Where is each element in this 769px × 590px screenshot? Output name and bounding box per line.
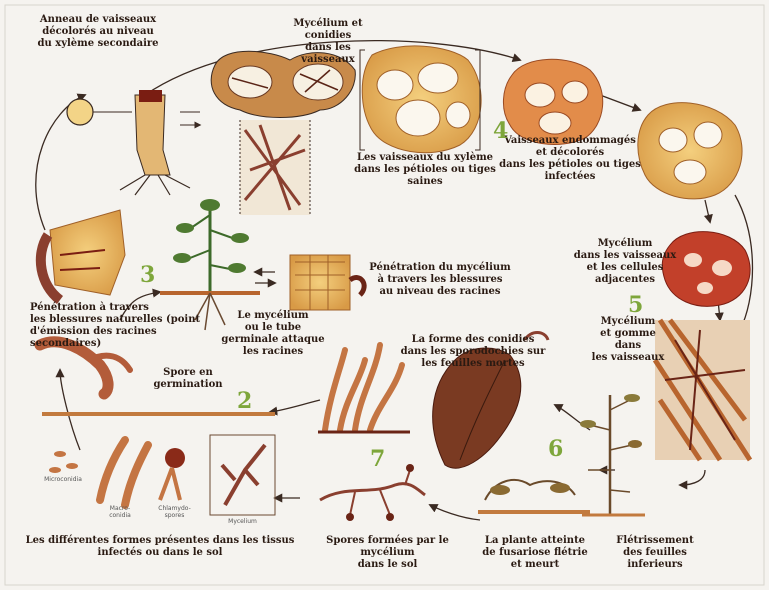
label-mycelium-cells: Mycélium dans les vaisseaux et les cellu…: [570, 238, 680, 286]
vessels-mycelium-gum: [655, 320, 750, 460]
label-forms-tissue: Les différentes formes présentes dans le…: [25, 535, 295, 559]
label-germ-tube: Le mycélium ou le tube germinale attaque…: [218, 310, 328, 358]
label-natural-wounds: Pénétration à travers les blessures natu…: [30, 302, 220, 350]
label-microconidia: Microconidia: [38, 476, 88, 483]
stage-number-2: 2: [237, 388, 252, 414]
label-spores-soil: Spores formées par le mycélium dans le s…: [300, 535, 475, 571]
label-mycelium-gum: Mycélium et gomme dans les vaisseaux: [588, 316, 668, 364]
label-germinating-spore: Spore en germination: [128, 367, 248, 391]
label-ring-vessels: Anneau de vaisseaux décolorés au niveau …: [18, 14, 178, 50]
stage-number-3: 3: [140, 262, 155, 288]
stage-number-7: 7: [370, 446, 385, 472]
label-mycelium-conidia: Mycélium et conidies dans les vaisseaux: [288, 18, 368, 66]
label-healthy-vessels: Les vaisseaux du xylème dans les pétiole…: [345, 152, 505, 188]
label-chlamydospores: Chlamydo- spores: [152, 505, 197, 519]
damaged-vessels: [503, 59, 602, 144]
stage-number-6: 6: [548, 436, 563, 462]
label-plant-dies: La plante atteinte de fusariose flétrie …: [480, 535, 590, 571]
infected-vessels-round: [638, 103, 742, 199]
stage-number-5: 5: [628, 292, 643, 318]
healthy-vessels: [360, 46, 481, 153]
label-damaged-vessels: Vaisseaux endommagés et décolorés dans l…: [495, 135, 645, 183]
label-macroconidia: Macro- conidia: [100, 505, 140, 519]
label-root-penetration: Pénétration du mycélium à travers les bl…: [360, 262, 520, 298]
label-mycelium-small: Mycelium: [215, 518, 270, 525]
label-sporodochia: La forme des conidies dans les sporodoch…: [388, 334, 558, 370]
stage-number-4: 4: [493, 118, 508, 144]
label-wilting: Flétrissement des feuilles inferieurs: [605, 535, 705, 571]
